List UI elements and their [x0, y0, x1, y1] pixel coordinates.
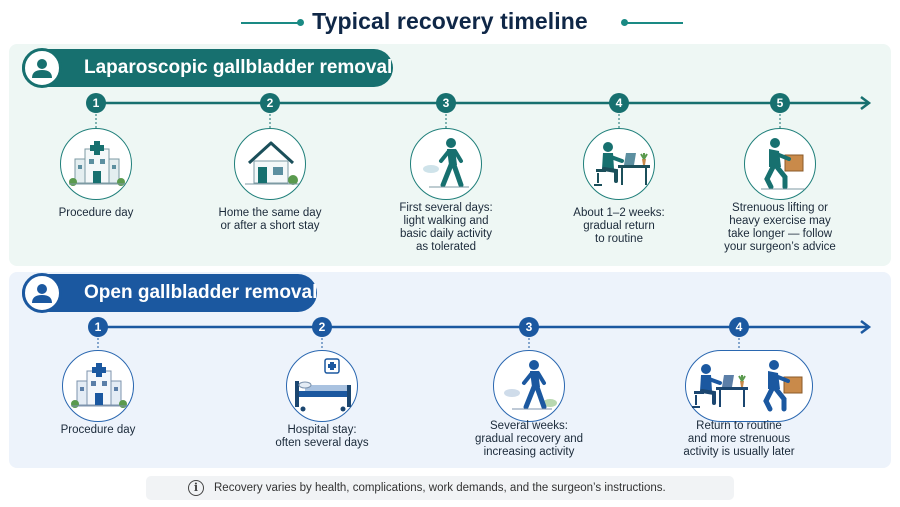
- step-caption: Procedure day: [60, 424, 136, 436]
- page-title: Typical recovery timeline: [312, 8, 588, 34]
- open-section-pill: Open gallbladder removal: [22, 273, 318, 313]
- desk-worker-icon: [583, 128, 655, 200]
- step-caption: Several weeks: gradual recovery and incr…: [474, 420, 584, 458]
- step-number-badge: 4: [729, 317, 749, 337]
- step-number-badge: 3: [519, 317, 539, 337]
- open-panel: Open gallbladder removal 1 Procedure day…: [9, 272, 891, 468]
- step-caption: Hospital stay: often several days: [275, 424, 369, 449]
- step-number-badge: 3: [436, 93, 456, 113]
- house-icon: [234, 128, 306, 200]
- hospital-icon: [60, 128, 132, 200]
- step-caption: Return to routine and more strenuous act…: [683, 420, 795, 458]
- title-decoration-dot-left: [297, 19, 304, 26]
- laparoscopic-timeline-line: [95, 96, 872, 128]
- walking-person-icon: [410, 128, 482, 200]
- step-number-badge: 2: [312, 317, 332, 337]
- laparoscopic-step-2: 2 Home the same day or after a short sta…: [190, 44, 350, 266]
- desk-and-lifting-icon: [685, 350, 813, 422]
- step-caption: About 1–2 weeks: gradual return to routi…: [573, 207, 665, 245]
- step-number-badge: 5: [770, 93, 790, 113]
- step-caption: Home the same day or after a short stay: [218, 207, 322, 232]
- footnote-bar: i Recovery varies by health, complicatio…: [146, 476, 734, 500]
- open-section-label: Open gallbladder removal: [84, 282, 318, 303]
- laparoscopic-section-label: Laparoscopic gallbladder removal: [84, 57, 393, 78]
- title-decoration-left: [241, 22, 299, 24]
- step-number-badge: 1: [88, 317, 108, 337]
- step-caption: Strenuous lifting or heavy exercise may …: [724, 202, 836, 253]
- open-step-1: 1 Procedure day: [18, 272, 178, 468]
- step-number-badge: 1: [86, 93, 106, 113]
- laparoscopic-step-1: 1 Procedure day: [16, 44, 176, 266]
- title-decoration-dot-right: [621, 19, 628, 26]
- laparoscopic-section-pill: Laparoscopic gallbladder removal: [22, 48, 393, 88]
- title-decoration-right: [627, 22, 683, 24]
- walking-person-icon: [493, 350, 565, 422]
- hospital-bed-icon: [286, 350, 358, 422]
- person-icon: [22, 273, 62, 313]
- step-number-badge: 4: [609, 93, 629, 113]
- open-step-2: 2 Hospital stay: often several days: [242, 272, 402, 468]
- person-icon: [22, 48, 62, 88]
- footnote-text: Recovery varies by health, complications…: [214, 482, 666, 494]
- open-step-3: 3 Several weeks: gradual recovery and in…: [449, 272, 609, 468]
- info-icon: i: [188, 480, 204, 496]
- open-step-4: 4 Return t: [659, 272, 819, 468]
- laparoscopic-panel: Laparoscopic gallbladder removal 1 Proce…: [9, 44, 891, 266]
- lifting-box-icon: [744, 128, 816, 200]
- hospital-icon: [62, 350, 134, 422]
- step-number-badge: 2: [260, 93, 280, 113]
- laparoscopic-step-5: 5 Strenuous lifting or heavy exercise ma…: [700, 44, 860, 266]
- laparoscopic-step-4: 4 About 1–2 weeks: gradual return to rou…: [539, 44, 699, 266]
- laparoscopic-step-3: 3 First several days: light walking and …: [366, 44, 526, 266]
- step-caption: First several days: light walking and ba…: [399, 202, 493, 253]
- title-row: Typical recovery timeline: [0, 8, 900, 38]
- step-caption: Procedure day: [58, 207, 134, 219]
